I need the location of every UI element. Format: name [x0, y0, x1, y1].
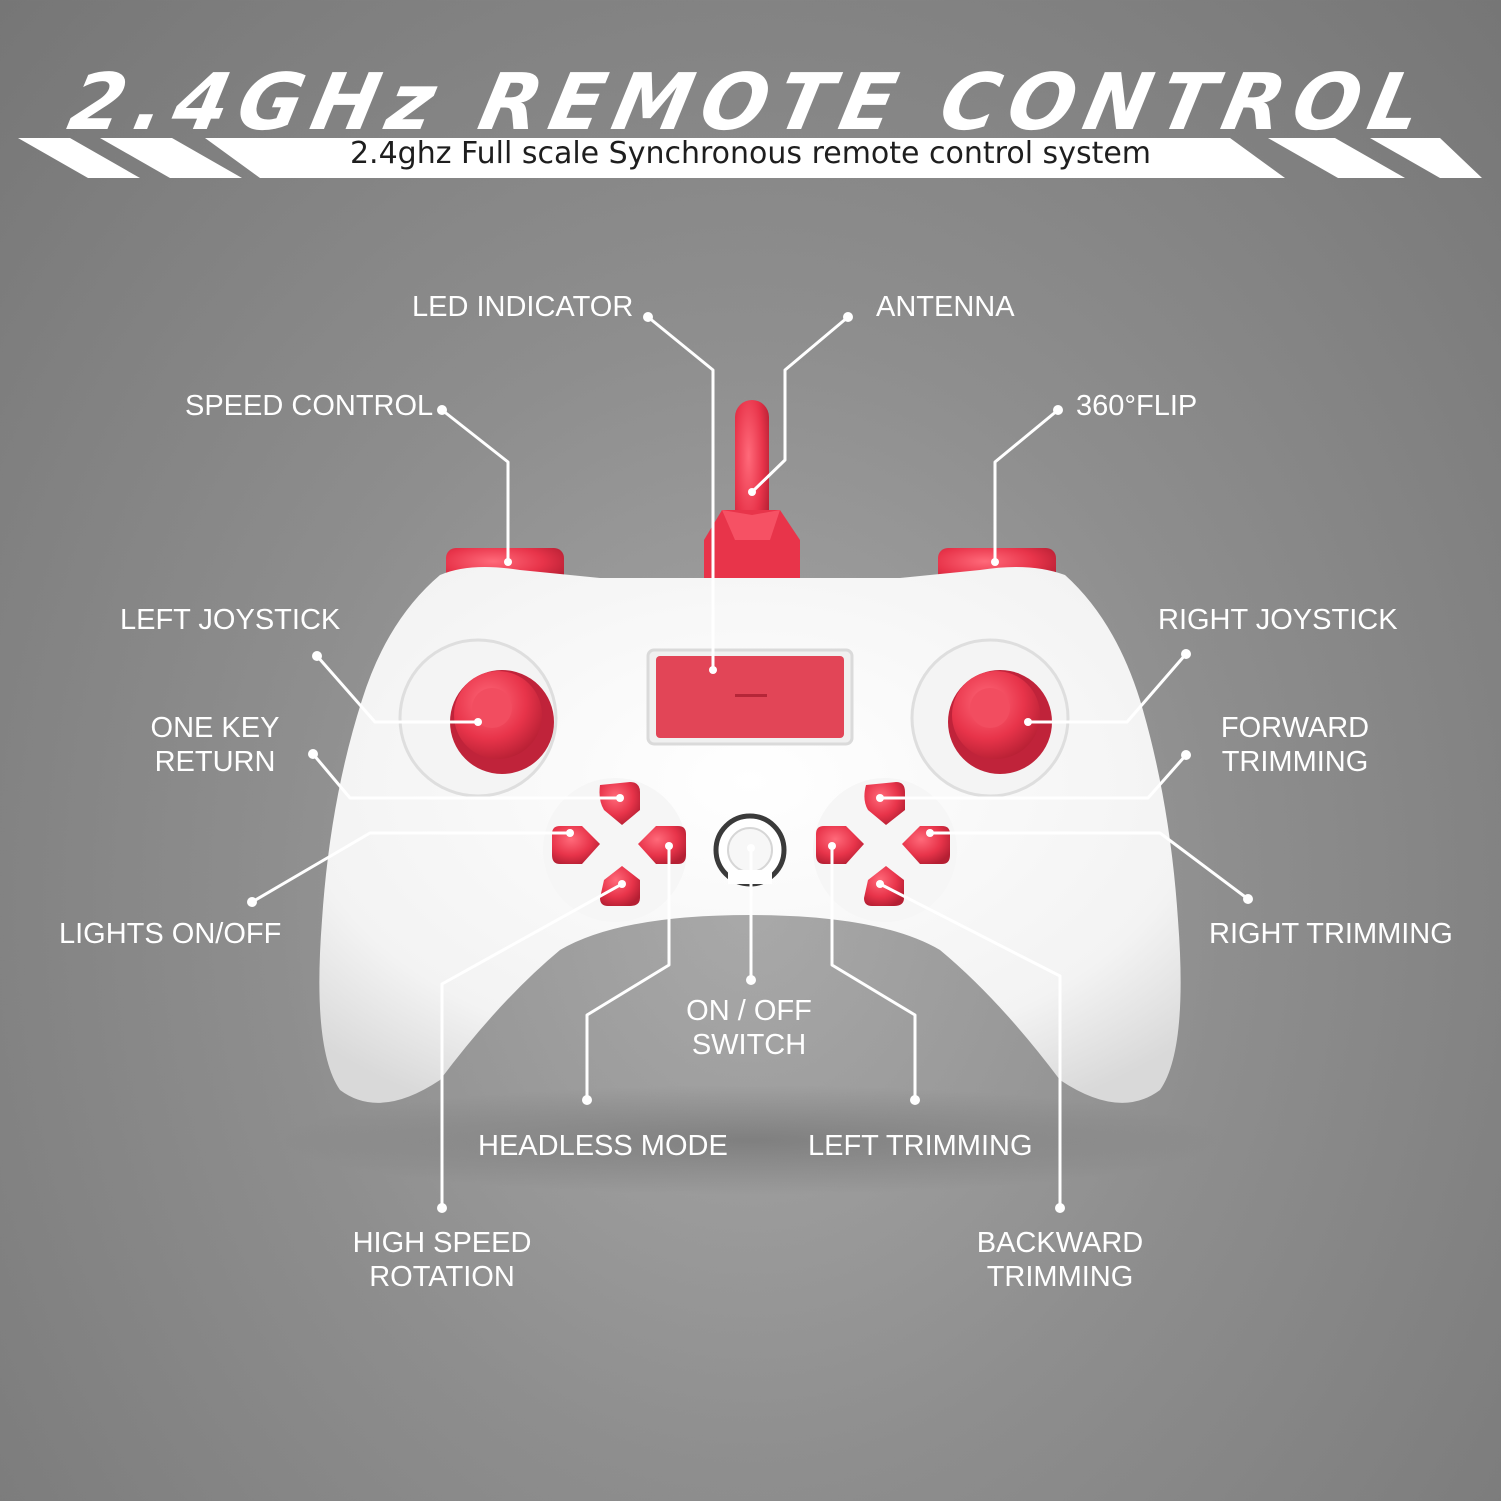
left-joystick[interactable]	[450, 670, 554, 774]
label-left-trimming: LEFT TRIMMING	[808, 1130, 1033, 1162]
antenna	[704, 400, 800, 585]
header-band	[18, 138, 1482, 178]
page-title: 2.4GHz REMOTE CONTROL	[61, 58, 1440, 148]
label-on-off-switch: ON / OFF SWITCH	[686, 995, 812, 1061]
lights-button[interactable]	[552, 826, 600, 864]
forward-trimming-button[interactable]	[864, 782, 905, 825]
right-joystick[interactable]	[948, 670, 1052, 774]
label-high-speed-rotation: HIGH SPEED ROTATION	[352, 1227, 532, 1293]
right-trimming-button[interactable]	[902, 826, 950, 864]
page-subtitle: 2.4ghz Full scale Synchronous remote con…	[349, 136, 1152, 171]
label-headless-mode: HEADLESS MODE	[478, 1130, 728, 1162]
label-right-joystick: RIGHT JOYSTICK	[1158, 604, 1398, 636]
label-speed-control: SPEED CONTROL	[185, 390, 434, 422]
one-key-return-button[interactable]	[599, 782, 641, 825]
label-backward-trimming: BACKWARD TRIMMING	[976, 1227, 1144, 1293]
headless-mode-button[interactable]	[638, 826, 686, 864]
led-indicator	[646, 648, 854, 746]
label-right-trimming: RIGHT TRIMMING	[1209, 918, 1453, 950]
label-one-key-return: ONE KEY RETURN	[150, 712, 280, 778]
label-led-indicator: LED INDICATOR	[412, 291, 634, 323]
label-left-joystick: LEFT JOYSTICK	[120, 604, 341, 636]
label-360-flip: 360°FLIP	[1076, 390, 1198, 422]
callout-dots	[247, 312, 1253, 1213]
label-antenna: ANTENNA	[876, 291, 1015, 323]
label-forward-trimming: FORWARD TRIMMING	[1220, 712, 1370, 778]
callout-lines	[250, 315, 1250, 1210]
left-trimming-button[interactable]	[816, 826, 864, 864]
label-lights-on-off: LIGHTS ON/OFF	[59, 918, 282, 950]
